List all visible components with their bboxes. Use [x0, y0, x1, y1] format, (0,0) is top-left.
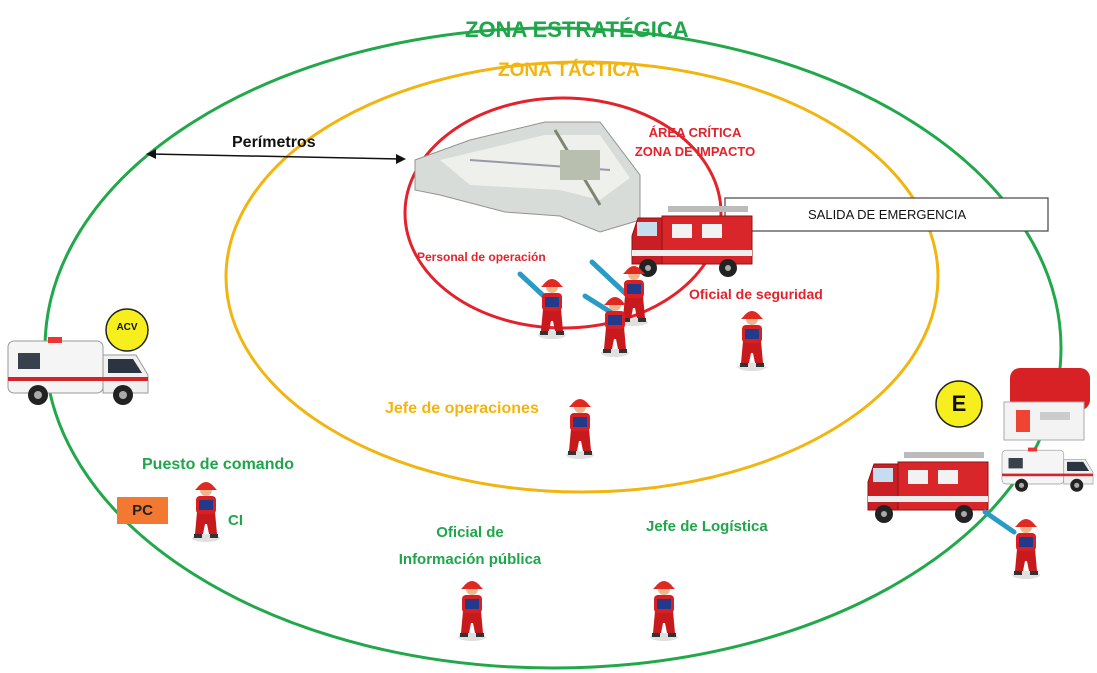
public-info-label: Oficial de Información pública: [375, 519, 565, 573]
firefighter-icon: [738, 311, 766, 371]
e-badge: [935, 380, 983, 428]
airport-building-icon: [414, 121, 641, 233]
ci-label: CI: [228, 512, 243, 529]
perimeter-label: Perímetros: [232, 134, 316, 151]
firefighter-icon: [1012, 519, 1040, 579]
tactical-zone-label: ZONA TÁCTICA: [498, 60, 640, 81]
logistics-chief-label: Jefe de Logística: [646, 518, 768, 535]
ambulance-icon: [1001, 447, 1094, 493]
pc-label: PC: [132, 502, 153, 519]
critical-zone-label: ÁREA CRÍTICA ZONA DE IMPACTO: [630, 123, 760, 161]
command-post-label: Puesto de comando: [142, 456, 295, 473]
firefighter-icon: [458, 581, 486, 641]
firefighter-icon: [538, 279, 566, 339]
e-badge-label: E: [951, 391, 967, 416]
acv-badge-label: ACV: [116, 322, 138, 333]
tactical-zone-ring: [224, 60, 940, 494]
critical-zone-ring: [403, 96, 723, 330]
public-info-line2: Información pública: [398, 551, 542, 568]
acv-badge: [105, 308, 149, 352]
fire-truck-icon: [631, 205, 753, 278]
fire-truck-icon: [867, 451, 989, 524]
pc-box: [117, 497, 168, 524]
critical-zone-line1: ÁREA CRÍTICA: [648, 125, 742, 140]
critical-zone-line2: ZONA DE IMPACTO: [634, 144, 756, 159]
safety-officer-label: Oficial de seguridad: [689, 286, 823, 302]
firefighter-icon: [566, 399, 594, 459]
operation-staff-label: Personal de operación: [417, 250, 546, 264]
exit-label: SALIDA DE EMERGENCIA: [808, 207, 967, 222]
strategic-zone-label: ZONA ESTRATÉGICA: [465, 17, 689, 42]
exit-box: [724, 197, 1049, 232]
first-aid-kit-icon: [1003, 368, 1090, 441]
public-info-line1: Oficial de: [436, 524, 504, 541]
firefighter-icon: [192, 482, 220, 542]
perimeter-arrow: [149, 153, 404, 160]
operations-chief-label: Jefe de operaciones: [385, 400, 539, 417]
firefighter-icon: [650, 581, 678, 641]
